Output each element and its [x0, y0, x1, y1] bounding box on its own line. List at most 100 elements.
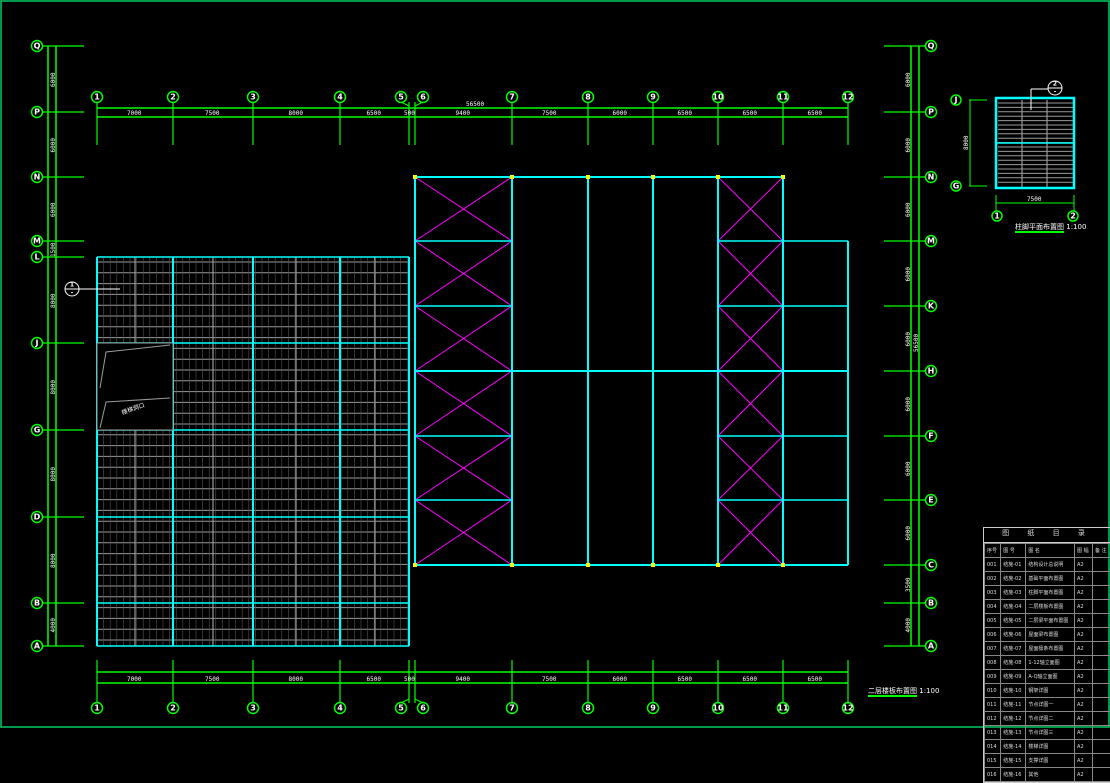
table-cell — [1093, 684, 1110, 698]
table-cell: 结施-04 — [1001, 600, 1026, 614]
column-axis-top-label: 11 — [777, 93, 789, 102]
table-cell: 支撑详图 — [1026, 754, 1075, 768]
table-cell: A2 — [1075, 768, 1093, 782]
table-cell: A2 — [1075, 558, 1093, 572]
dimension-text: 6000 — [905, 526, 912, 541]
table-cell: 节点详图二 — [1026, 712, 1075, 726]
column-axis-bottom-label: 5 — [398, 704, 404, 713]
row-axis-right-label: H — [928, 367, 935, 376]
column-base — [510, 563, 514, 567]
table-cell — [1093, 670, 1110, 684]
table-cell — [1093, 600, 1110, 614]
table-cell: 结施-01 — [1001, 558, 1026, 572]
table-cell — [1093, 572, 1110, 586]
dimension-text: 6000 — [905, 202, 912, 217]
table-cell: 备 注 — [1093, 544, 1110, 558]
table-cell: 结施-07 — [1001, 642, 1026, 656]
dimension-text: 9400 — [456, 110, 471, 117]
overall-dimension: 56500 — [913, 334, 920, 352]
column-axis-bottom-label: 4 — [337, 704, 343, 713]
dimension-text: 7500 — [542, 110, 557, 117]
column-axis-bottom-label: 8 — [585, 704, 591, 713]
detail-callout-num: 2 — [1053, 81, 1057, 88]
column-base — [716, 563, 720, 567]
column-axis-bottom-label: 10 — [712, 704, 724, 713]
row-axis-right-label: C — [928, 561, 934, 570]
table-cell: 008 — [985, 656, 1001, 670]
row-axis-right-label: F — [928, 432, 933, 441]
dimension-text: 7500 — [205, 110, 220, 117]
table-cell: 结施-10 — [1001, 684, 1026, 698]
row-axis-right-label: B — [928, 599, 934, 608]
dimension-text: 6500 — [808, 110, 823, 117]
detail-row-axis-label: G — [953, 182, 960, 191]
column-base — [510, 175, 514, 179]
dimension-text: 500 — [404, 110, 415, 117]
table-cell: 结施-09 — [1001, 670, 1026, 684]
dimension-text: 6000 — [905, 267, 912, 282]
dimension-text: 8000 — [50, 553, 57, 568]
column-base — [413, 563, 417, 567]
column-axis-bottom-label: 2 — [170, 704, 176, 713]
table-cell: 009 — [985, 670, 1001, 684]
column-axis-top-label: 5 — [398, 93, 404, 102]
column-base — [586, 175, 590, 179]
dimension-text: 6000 — [613, 110, 628, 117]
table-cell: 图 号 — [1001, 544, 1026, 558]
table-cell: A2 — [1075, 600, 1093, 614]
table-cell — [1093, 740, 1110, 754]
dimension-text: 6000 — [50, 202, 57, 217]
table-cell: 006 — [985, 628, 1001, 642]
table-cell — [1093, 614, 1110, 628]
table-cell — [1093, 628, 1110, 642]
table-cell: A2 — [1075, 614, 1093, 628]
column-axis-top-label: 3 — [250, 93, 256, 102]
table-cell: A2 — [1075, 586, 1093, 600]
dimension-text: 6500 — [743, 110, 758, 117]
table-cell — [1093, 558, 1110, 572]
column-axis-bottom-label: 1 — [94, 704, 100, 713]
row-axis-left-label: G — [34, 426, 41, 435]
table-cell: 010 — [985, 684, 1001, 698]
table-cell: 序号 — [985, 544, 1001, 558]
dimension-text: 6500 — [678, 676, 693, 683]
row-axis-left-label: J — [35, 339, 39, 348]
table-cell: 结施-03 — [1001, 586, 1026, 600]
table-cell: 007 — [985, 642, 1001, 656]
column-axis-top-label: 1 — [94, 93, 100, 102]
row-axis-left-label: N — [34, 173, 41, 182]
column-axis-bottom-label: 6 — [420, 704, 426, 713]
table-header: 序号图 号图 名图 幅备 注 — [985, 544, 1110, 558]
table-cell: 屋面梁布置图 — [1026, 628, 1075, 642]
table-cell: 001 — [985, 558, 1001, 572]
table-cell — [1093, 586, 1110, 600]
dimension-text: 4000 — [50, 618, 57, 633]
row-axis-left-label: B — [34, 599, 40, 608]
table-cell: 结施-12 — [1001, 712, 1026, 726]
dimension-text: 1500 — [50, 242, 57, 257]
dimension-text: 6000 — [50, 138, 57, 153]
dimension-text: 6000 — [613, 676, 628, 683]
table-cell — [1093, 656, 1110, 670]
detail-col-axis-label: 1 — [994, 212, 1000, 221]
dimension-text: 6500 — [367, 676, 382, 683]
table-cell: 结施-06 — [1001, 628, 1026, 642]
column-axis-top-label: 9 — [650, 93, 656, 102]
overall-dimension: 56500 — [466, 101, 484, 108]
dimension-text: 6000 — [905, 332, 912, 347]
column-axis-bottom-label: 3 — [250, 704, 256, 713]
table-cell: 014 — [985, 740, 1001, 754]
table-cell: 结施-16 — [1001, 768, 1026, 782]
table-cell: 结施-11 — [1001, 698, 1026, 712]
dimension-text: 9400 — [456, 676, 471, 683]
table-cell — [1093, 712, 1110, 726]
